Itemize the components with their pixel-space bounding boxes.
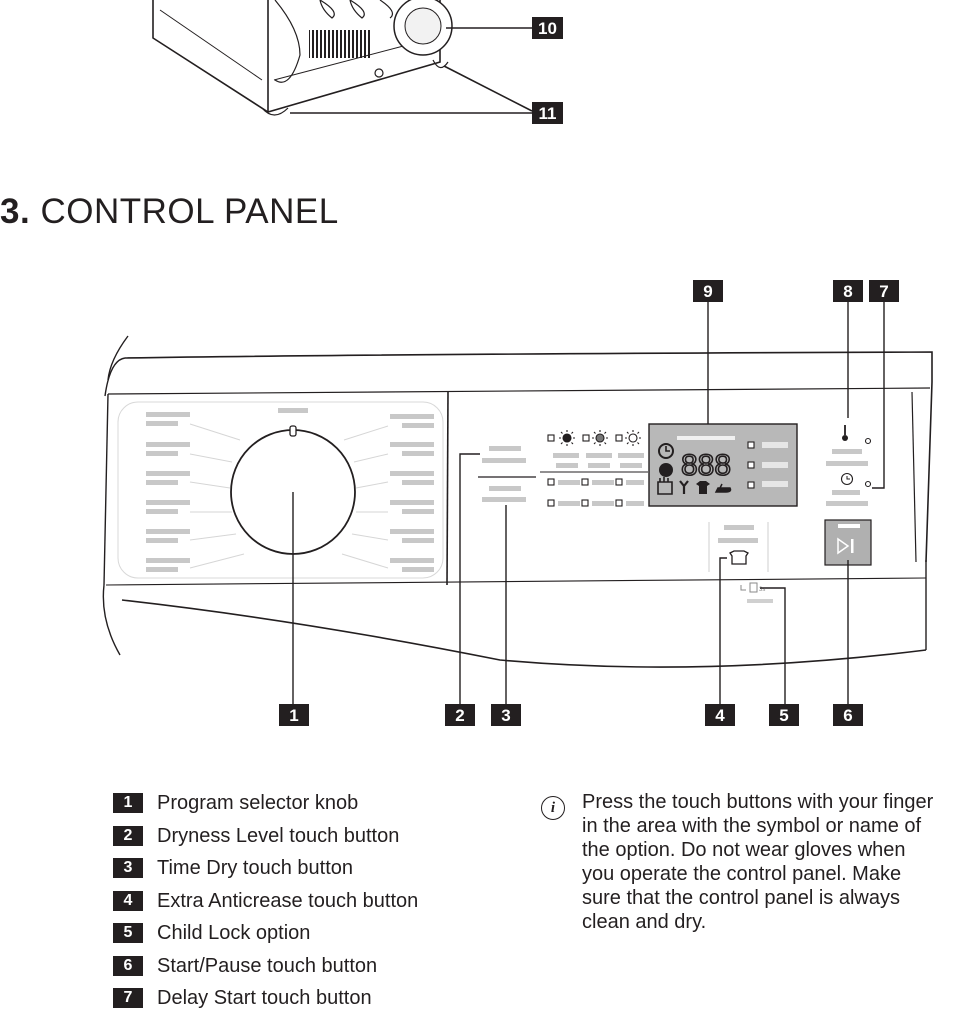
dryness-level-icons <box>547 430 641 446</box>
svg-text:1: 1 <box>289 706 298 725</box>
callout-badge-11: 11 <box>532 102 563 124</box>
display-side-leds <box>747 441 755 489</box>
callout-badge-1: 1 <box>279 704 309 726</box>
callout-lines-top <box>290 27 533 114</box>
legend-item: 6 Start/Pause touch button <box>113 951 533 984</box>
svg-text:888: 888 <box>681 449 731 482</box>
legend-item: 2 Dryness Level touch button <box>113 821 533 854</box>
info-note-text: Press the touch buttons with your finger… <box>582 791 934 933</box>
dryer-base-drawing <box>152 0 453 116</box>
svg-text:11: 11 <box>539 104 557 123</box>
right-controls <box>826 425 872 506</box>
program-label-placeholders <box>146 408 434 572</box>
legend-item: 3 Time Dry touch button <box>113 853 533 886</box>
option-button-placeholders <box>482 446 526 502</box>
section-title: CONTROL PANEL <box>40 192 339 231</box>
legend-label: Delay Start touch button <box>157 987 372 1009</box>
legend-number: 4 <box>113 890 143 911</box>
svg-text:6: 6 <box>843 706 852 725</box>
program-dial-lines <box>189 423 389 569</box>
info-icon: i <box>541 796 565 820</box>
anticrease-area: 3s <box>708 522 773 603</box>
callout-badge-9: 9 <box>693 280 723 302</box>
legend-label: Dryness Level touch button <box>157 824 400 847</box>
callout-badge-5: 5 <box>769 704 799 726</box>
svg-text:9: 9 <box>703 282 712 301</box>
callout-badge-4: 4 <box>705 704 735 726</box>
section-heading: 3. CONTROL PANEL <box>0 192 339 232</box>
indicator-placeholders <box>553 453 644 506</box>
start-pause-button <box>824 519 872 566</box>
svg-text:3: 3 <box>501 706 510 725</box>
callout-badge-8: 8 <box>833 280 863 302</box>
callout-badge-6: 6 <box>833 704 863 726</box>
legend-number: 6 <box>113 955 143 976</box>
legend-label: Start/Pause touch button <box>157 954 378 977</box>
legend-item: 7 Delay Start touch button <box>113 983 533 1016</box>
legend-item: 5 Child Lock option <box>113 918 533 951</box>
svg-text:10: 10 <box>538 19 557 38</box>
callout-badge-7: 7 <box>869 280 899 302</box>
legend-number: 7 <box>113 988 143 1008</box>
legend-item: 4 Extra Anticrease touch button <box>113 886 533 919</box>
svg-text:4: 4 <box>715 706 725 725</box>
legend-label: Child Lock option <box>157 922 311 944</box>
lcd-display: 888 <box>648 423 798 507</box>
svg-text:3s: 3s <box>759 587 765 593</box>
indicator-leds <box>547 478 623 507</box>
legend-item: 1 Program selector knob <box>113 788 533 821</box>
svg-text:7: 7 <box>879 282 888 301</box>
svg-text:5: 5 <box>779 706 788 725</box>
callout-badge-10: 10 <box>532 17 563 39</box>
svg-text:2: 2 <box>455 706 464 725</box>
legend-number: 3 <box>113 858 143 878</box>
info-note: i Press the touch buttons with your fing… <box>541 790 941 934</box>
legend-number: 2 <box>113 825 143 846</box>
legend-number: 5 <box>113 923 143 943</box>
section-number: 3. <box>0 192 31 231</box>
svg-text:8: 8 <box>843 282 852 301</box>
legend-number: 1 <box>113 793 143 813</box>
legend-label: Extra Anticrease touch button <box>157 889 419 912</box>
legend-label: Time Dry touch button <box>157 857 354 879</box>
callout-badge-2: 2 <box>445 704 475 726</box>
legend-label: Program selector knob <box>157 792 359 814</box>
component-legend: 1 Program selector knob 2 Dryness Level to… <box>113 788 533 1016</box>
callout-badge-3: 3 <box>491 704 521 726</box>
callout-lines-panel <box>292 302 885 705</box>
